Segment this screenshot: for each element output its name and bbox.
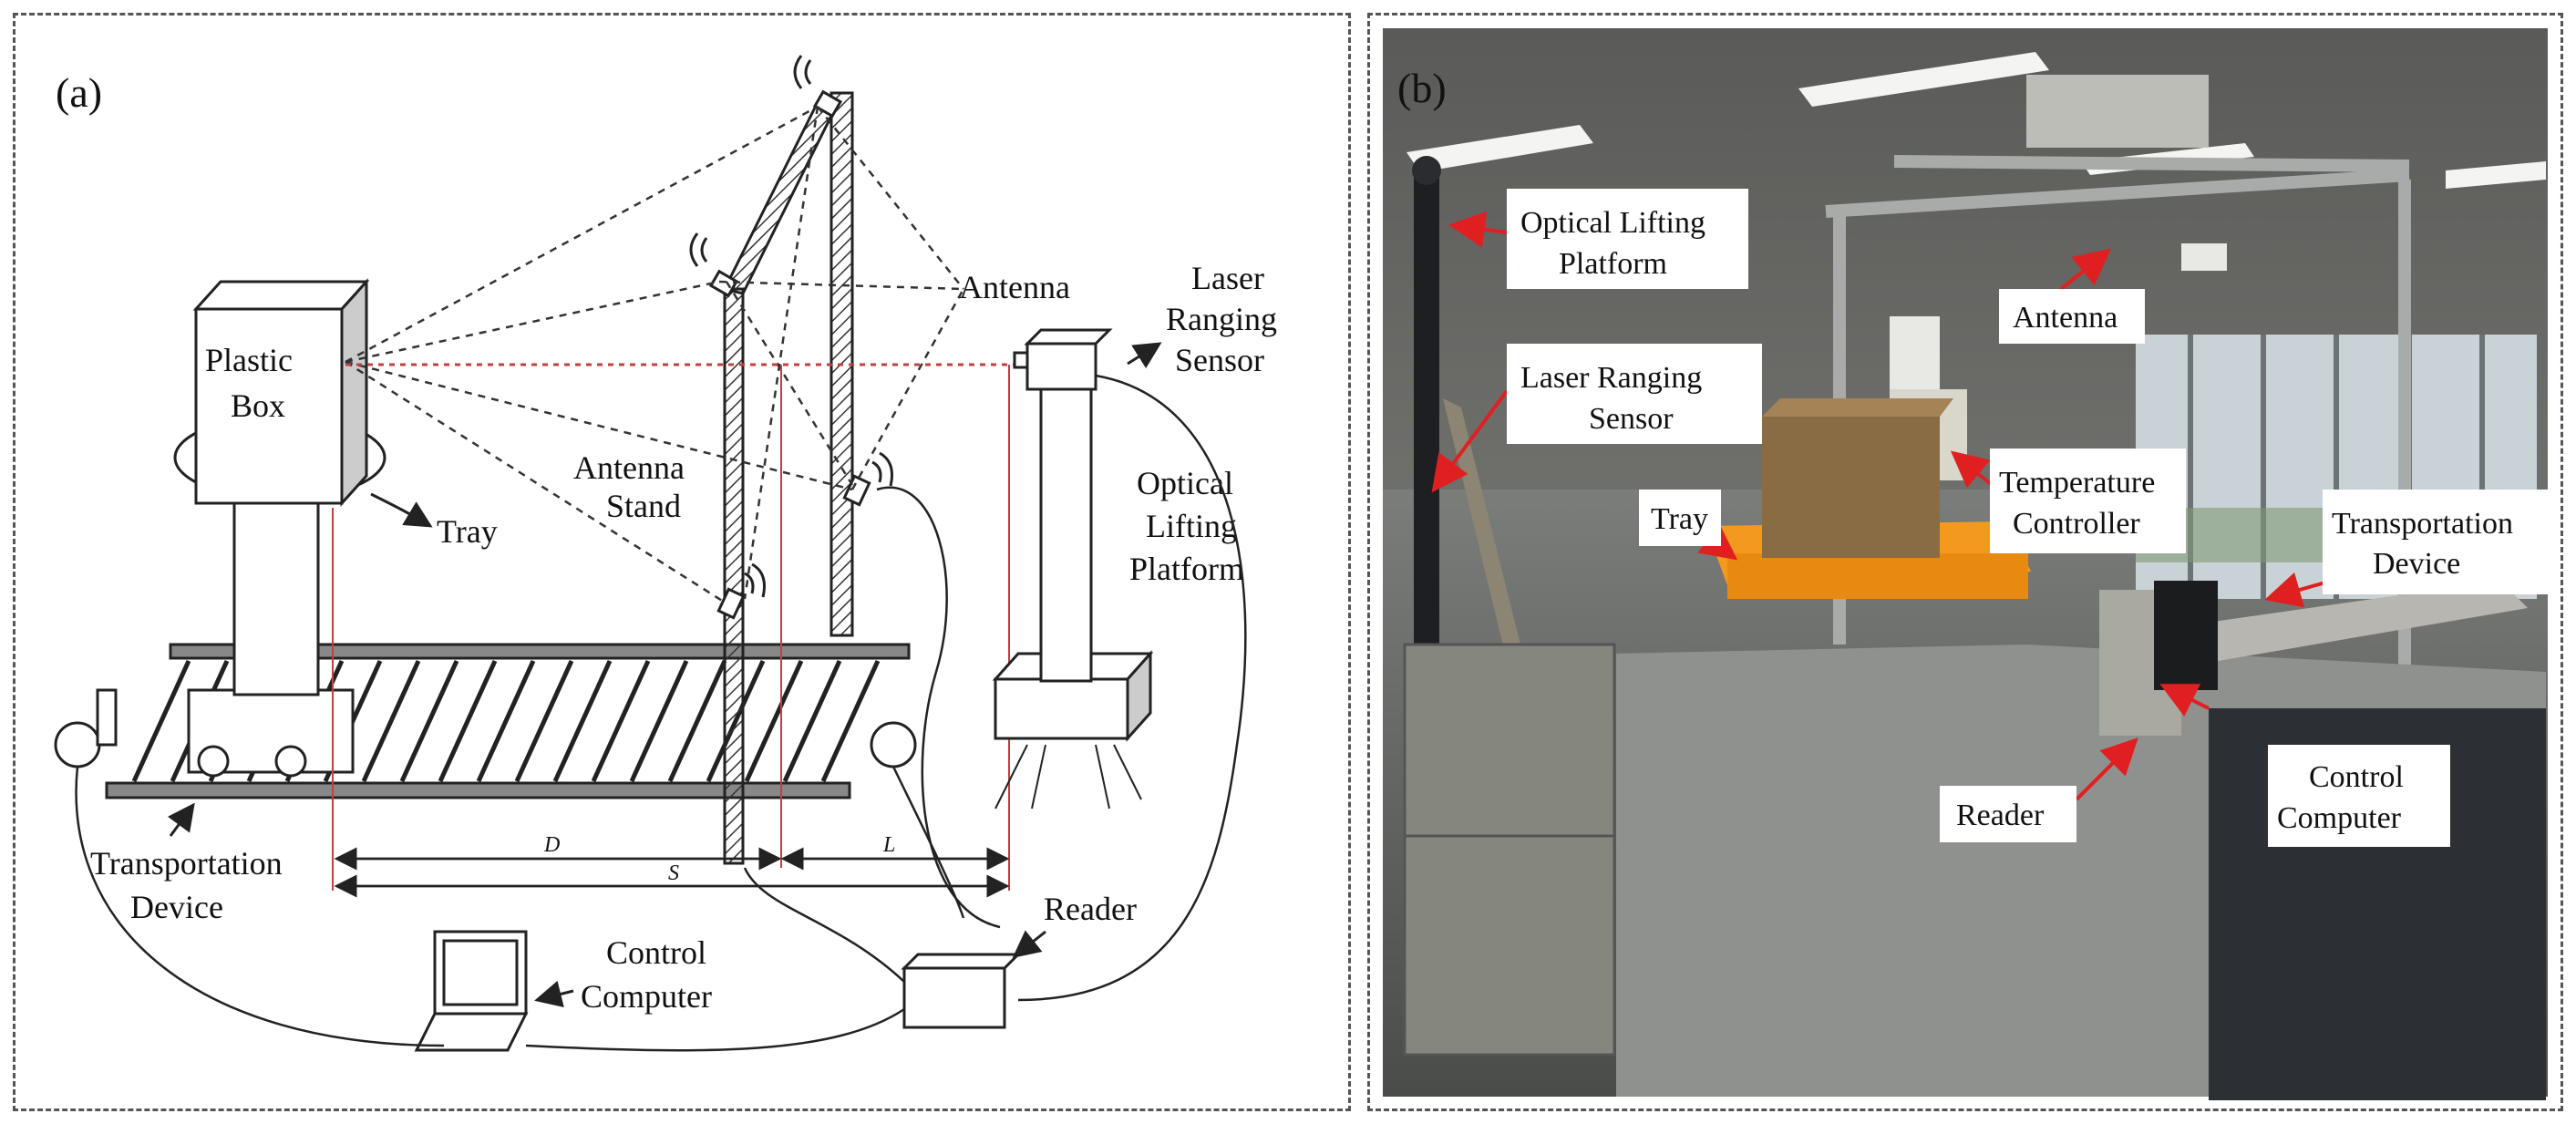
plastic-box-assembly [173, 278, 386, 778]
label-laser-line1: Laser [1191, 260, 1264, 296]
antenna-stand [722, 91, 854, 865]
label-reader: Reader [1044, 891, 1137, 927]
label-control-line2: Computer [581, 978, 712, 1015]
conveyor-crossbar [438, 659, 498, 783]
label-tray: Tray [437, 513, 498, 550]
reader-box [901, 953, 1022, 1029]
conveyor-crossbar [514, 659, 574, 783]
cables [75, 374, 1247, 1052]
svg-text:Temperature: Temperature [1999, 466, 2155, 500]
svg-text:Device: Device [2373, 547, 2460, 581]
svg-text:Transportation: Transportation [2332, 507, 2513, 541]
label-plastic-box-line2: Box [231, 387, 285, 424]
conveyor-crossbar [131, 659, 191, 783]
antenna-3-icon [842, 451, 893, 507]
panel-b-photo: (b) Optical Lifting Platform Laser Rangi… [1367, 13, 2563, 1111]
antenna-4-icon [716, 562, 766, 620]
label-control-line1: Control [606, 934, 706, 971]
optical-lifting-platform [992, 328, 1154, 809]
svg-text:Tray: Tray [1651, 502, 1708, 536]
cabinet [1403, 643, 1616, 1057]
dim-l: L [882, 833, 895, 857]
dimension-lines [334, 847, 1010, 898]
label-antenna: Antenna [1999, 289, 2145, 344]
label-antenna-stand-line2: Stand [606, 488, 681, 524]
svg-text:Optical Lifting: Optical Lifting [1520, 206, 1705, 240]
conveyor-crossbar [591, 659, 651, 783]
label-tray: Tray [1639, 490, 1721, 546]
svg-text:Reader: Reader [1956, 799, 2045, 832]
conveyor-crossbar [820, 659, 881, 783]
conveyor-crossbar [361, 659, 421, 783]
conveyor-crossbar [552, 659, 613, 783]
label-laser-line2: Ranging [1166, 301, 1277, 337]
lab-photo-illustration: (b) Optical Lifting Platform Laser Rangi… [1383, 28, 2550, 1100]
antenna-1-icon [793, 55, 843, 119]
label-antenna-stand-line1: Antenna [573, 449, 685, 486]
conveyor-crossbar [667, 659, 727, 783]
dim-s: S [668, 861, 679, 885]
label-laser-line3: Sensor [1175, 342, 1264, 378]
laptop-icon [414, 930, 529, 1052]
label-antenna: Antenna [959, 269, 1070, 305]
svg-text:Sensor: Sensor [1589, 402, 1674, 436]
conveyor-crossbar [744, 659, 804, 783]
control-computer-screen [2154, 581, 2218, 690]
label-transportation-device: Transportation Device [2323, 490, 2550, 594]
svg-text:Platform: Platform [1559, 247, 1667, 281]
svg-text:Laser Ranging: Laser Ranging [1520, 361, 1702, 395]
svg-text:Antenna: Antenna [2013, 301, 2117, 335]
svg-text:Computer: Computer [2277, 801, 2402, 835]
antenna-2-icon [689, 232, 739, 298]
plastic-box [194, 307, 344, 505]
label-reader: Reader [1940, 786, 2076, 842]
label-optical-line1: Optical [1137, 465, 1233, 501]
label-control-computer: Control Computer [2268, 745, 2450, 847]
panel-a-tag: (a) [56, 69, 102, 116]
conveyor-crossbar [399, 659, 459, 783]
pedestal-column [232, 465, 320, 696]
dim-d: D [543, 833, 560, 857]
conveyor-crossbar [629, 659, 689, 783]
label-optical-line2: Lifting [1146, 508, 1237, 544]
transportation-device [54, 643, 917, 799]
label-plastic-box-line1: Plastic [205, 342, 293, 378]
svg-text:Controller: Controller [2013, 507, 2140, 541]
label-temperature-controller: Temperature Controller [1990, 449, 2186, 553]
label-transport-line2: Device [130, 889, 223, 925]
label-optical-line3: Platform [1129, 551, 1244, 587]
label-optical-lifting-platform: Optical Lifting Platform [1507, 189, 1748, 289]
panel-b-tag: (b) [1397, 65, 1447, 111]
label-transport-line1: Transportation [90, 845, 283, 882]
signal-rays [345, 105, 965, 605]
laser-ranging-sensor [1025, 342, 1097, 391]
plastic-box [1762, 417, 1940, 558]
label-laser-ranging-sensor: Laser Ranging Sensor [1507, 344, 1762, 444]
conveyor-crossbar [476, 659, 536, 783]
panel-a-schematic: (a) Plastic Box Tray [13, 13, 1351, 1111]
conveyor-crossbar [782, 659, 842, 783]
antenna-panel [1890, 316, 1940, 389]
schematic-diagram: (a) Plastic Box Tray [54, 55, 1277, 1052]
ceiling-ac-unit [2026, 75, 2209, 148]
svg-text:Control: Control [2309, 760, 2404, 794]
dimension-guides [332, 365, 1010, 891]
optical-lifting-pole [1414, 170, 1439, 681]
